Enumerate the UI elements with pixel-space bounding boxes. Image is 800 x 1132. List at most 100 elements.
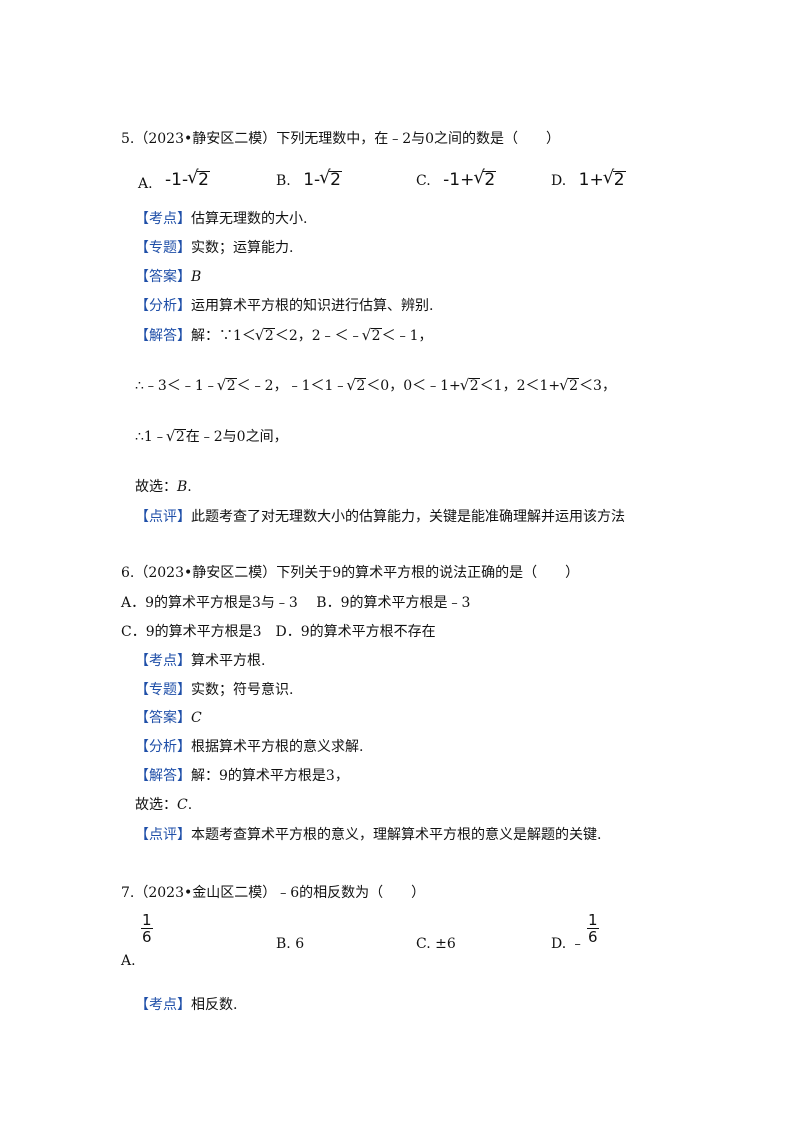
radicand: 2 <box>225 378 237 394</box>
radicand: 2 <box>370 328 382 344</box>
jieda-part: ＜﹣1， <box>381 328 433 344</box>
jieda-text: 解：9的算术平方根是3， <box>191 768 349 784</box>
kaodian-tag: 【考点】 <box>135 653 191 669</box>
q5-jieda: 【解答】解：∵1＜2＜2，2﹣＜﹣2＜﹣1， <box>135 325 433 346</box>
guxuan-answer: B <box>177 479 188 495</box>
sqrt-sign: 2 <box>460 375 480 396</box>
guxuan-answer: C <box>177 797 188 813</box>
daan-tag: 【答案】 <box>135 710 191 726</box>
q5-line2: ∴﹣3＜﹣1﹣2＜﹣2，﹣1＜1﹣2＜0，0＜﹣1+2＜1，2＜1+2＜3， <box>135 375 616 396</box>
q6-zhuanti: 【专题】实数；符号意识. <box>135 680 293 700</box>
fenxi-tag: 【分析】 <box>135 298 191 314</box>
q6-fenxi: 【分析】根据算术平方根的意义求解. <box>135 737 363 757</box>
guxuan-end: . <box>187 479 192 495</box>
q6-options-cd: C．9的算术平方根是3 D．9的算术平方根不存在 <box>121 624 436 640</box>
q5-fenxi: 【分析】运用算术平方根的知识进行估算、辨别. <box>135 296 433 316</box>
q5-guxuan: 故选：B. <box>135 477 192 497</box>
q5-option-d-letter: D. <box>551 173 567 189</box>
sqrt-sign: 2 <box>362 325 382 346</box>
guxuan-label: 故选： <box>135 797 177 813</box>
jieda-tag: 【解答】 <box>135 328 191 344</box>
line2-part: ＜3， <box>579 378 616 394</box>
q5-line3: ∴1﹣ 2在﹣2与0之间， <box>135 426 288 447</box>
zhuanti-tag: 【专题】 <box>135 240 191 256</box>
line3-part: ∴1﹣ <box>135 429 167 445</box>
kaodian-text: 相反数. <box>191 997 238 1013</box>
guxuan-label: 故选： <box>135 479 177 495</box>
zhuanti-tag: 【专题】 <box>135 682 191 698</box>
sqrt-sign: 2 <box>255 325 275 346</box>
dianping-text: 此题考查了对无理数大小的估算能力，关键是能准确理解并运用该方法 <box>191 509 625 525</box>
q7-option-a-fraction: 1 6 <box>141 912 153 945</box>
daan-text: C <box>191 710 202 726</box>
zhuanti-text: 实数；符号意识. <box>191 682 294 698</box>
dianping-tag: 【点评】 <box>135 827 191 843</box>
q5-option-a-letter: A. <box>138 176 153 192</box>
q6-guxuan: 故选：C. <box>135 795 192 815</box>
q5-option-c: C. -1+2 <box>416 168 497 191</box>
radicand: 2 <box>612 170 626 190</box>
sqrt-sign: 2 <box>166 426 186 447</box>
q5-option-a-expr: -1-2 <box>165 168 210 190</box>
daan-tag: 【答案】 <box>135 269 191 285</box>
daan-text: B <box>191 269 202 285</box>
q5-daan: 【答案】B <box>135 267 201 287</box>
line2-part: ＜0，0＜﹣1+ <box>366 378 461 394</box>
q5-dianping: 【点评】此题考查了对无理数大小的估算能力，关键是能准确理解并运用该方法 <box>135 507 625 527</box>
q7-option-c: C. ±6 <box>416 936 456 952</box>
q5-option-c-prefix: -1+ <box>443 170 475 190</box>
fraction-numerator: 1 <box>587 911 599 929</box>
sqrt-sign: 2 <box>217 375 237 396</box>
q5-option-c-expr: -1+ 2 <box>443 168 497 190</box>
line2-part: ∴﹣3＜﹣1﹣ <box>135 378 218 394</box>
radicand: 2 <box>329 170 342 190</box>
fenxi-tag: 【分析】 <box>135 739 191 755</box>
radicand: 2 <box>174 429 186 445</box>
q5-option-a: A. -1-2 <box>138 168 210 192</box>
guxuan-end: . <box>187 797 193 813</box>
q6-daan: 【答案】C <box>135 708 202 728</box>
q6-stem: 6.（2023•静安区二模）下列关于9的算术平方根的说法正确的是（ ） <box>121 565 580 581</box>
q7-option-a-letter: A. <box>121 953 136 969</box>
kaodian-tag: 【考点】 <box>135 997 191 1013</box>
q5-kaodian: 【考点】估算无理数的大小. <box>135 209 307 229</box>
q7-kaodian: 【考点】相反数. <box>135 995 237 1015</box>
jieda-part: ＜2，2﹣＜﹣ <box>274 328 363 344</box>
fraction-denominator: 6 <box>142 928 152 946</box>
q7-option-d: D. ﹣ <box>551 936 585 952</box>
radicand: 2 <box>468 378 480 394</box>
q6-dianping: 【点评】本题考查算术平方根的意义，理解算术平方根的意义是解题的关键. <box>135 825 601 845</box>
line2-part: ＜﹣2，﹣1＜1﹣ <box>236 378 348 394</box>
fraction-numerator: 1 <box>141 911 153 929</box>
sqrt-sign: 2 <box>473 168 497 190</box>
zhuanti-text: 实数；运算能力. <box>191 240 294 256</box>
dianping-text: 本题考查算术平方根的意义，理解算术平方根的意义是解题的关键. <box>191 827 602 843</box>
q6-jieda: 【解答】解：9的算术平方根是3， <box>135 766 349 786</box>
radicand: 2 <box>483 170 497 190</box>
sqrt-sign: 2 <box>603 168 626 190</box>
jieda-part: 解：∵1＜ <box>191 328 256 344</box>
q5-option-b-prefix: 1- <box>303 170 321 190</box>
q7-option-d-fraction: 1 6 <box>587 912 599 945</box>
q5-option-d-expr: 1+ 2 <box>578 168 626 190</box>
line3-part: 在﹣2与0之间， <box>185 429 288 445</box>
radicand: 2 <box>197 170 210 190</box>
q7-option-b: B. 6 <box>276 936 305 952</box>
dianping-tag: 【点评】 <box>135 509 191 525</box>
q6-kaodian: 【考点】算术平方根. <box>135 651 265 671</box>
kaodian-text: 算术平方根. <box>191 653 266 669</box>
sqrt-sign: 2 <box>346 375 367 396</box>
q5-option-b: B. 1-2 <box>276 168 342 191</box>
sqrt-sign: 2 <box>319 168 342 190</box>
kaodian-text: 估算无理数的大小. <box>191 211 308 227</box>
q5-zhuanti: 【专题】实数；运算能力. <box>135 238 293 258</box>
jieda-tag: 【解答】 <box>135 768 191 784</box>
q5-option-b-expr: 1- 2 <box>303 168 342 190</box>
q5-option-d-prefix: 1+ <box>578 170 604 190</box>
q6-options-ab: A．9的算术平方根是3与﹣3 B．9的算术平方根是﹣3 <box>121 595 471 611</box>
q5-option-d: D. 1+ 2 <box>551 168 626 191</box>
q5-stem: 5.（2023•静安区二模）下列无理数中，在﹣2与0之间的数是（ ） <box>121 131 561 147</box>
sqrt-sign: 2 <box>559 375 580 396</box>
fenxi-text: 运用算术平方根的知识进行估算、辨别. <box>191 298 434 314</box>
line2-part: ＜1，2＜1+ <box>479 378 561 394</box>
